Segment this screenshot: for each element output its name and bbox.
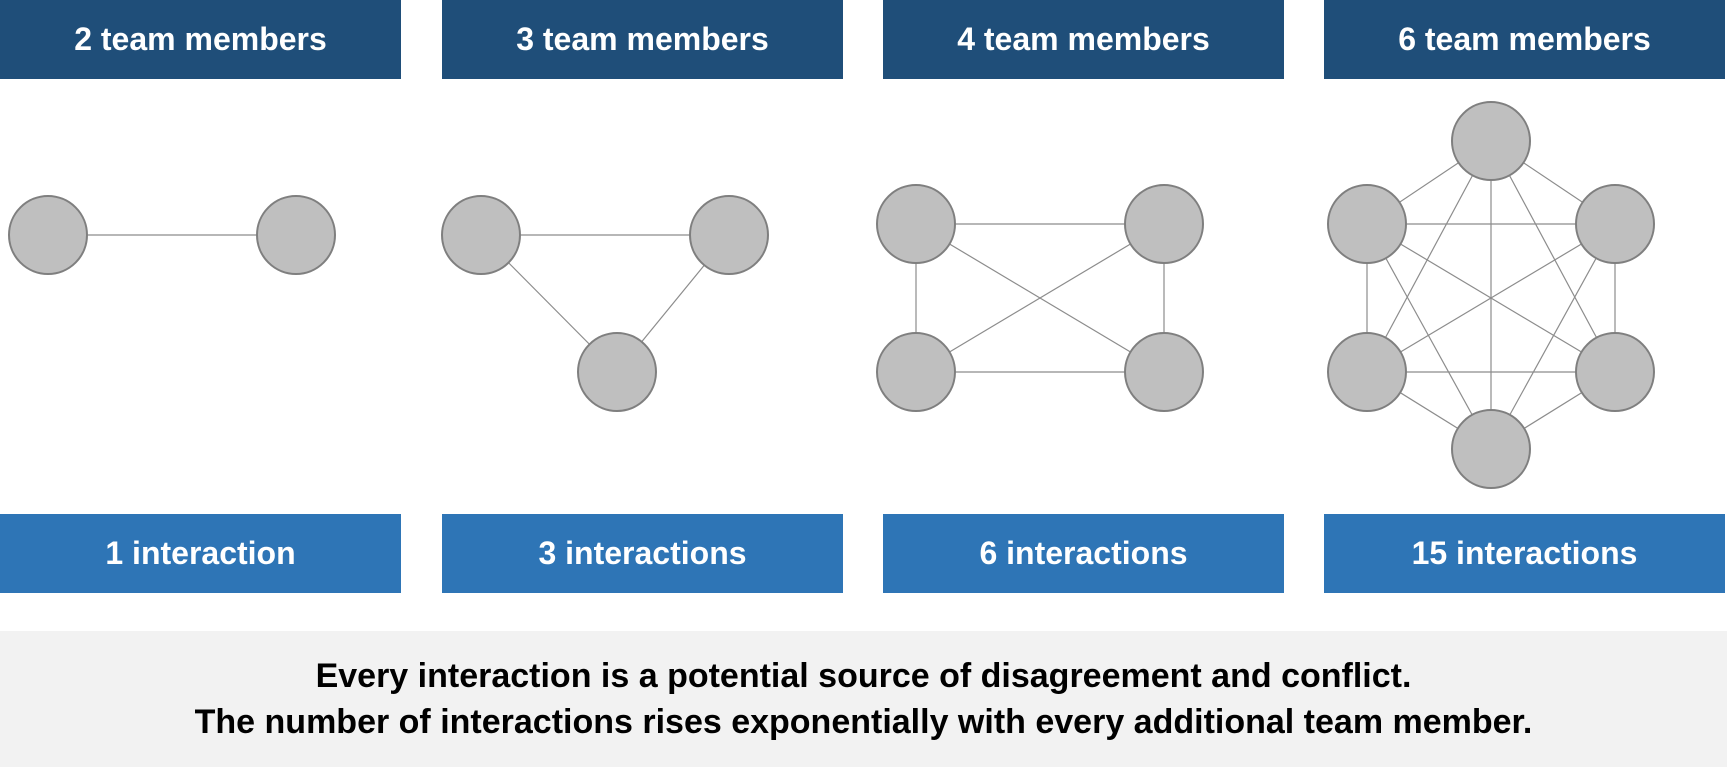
network-graph [876,184,1204,412]
panel-footer: 3 interactions [442,514,843,593]
nodes [1327,101,1655,489]
caption-line-1: Every interaction is a potential source … [315,657,1412,695]
network-graph [1327,101,1655,489]
panel-4-members: 4 team members 6 interactions [876,0,1284,593]
interaction-edge [1490,223,1616,450]
panel-header: 6 team members [1324,0,1725,79]
team-member-node [1451,409,1531,489]
panel-header: 2 team members [0,0,401,79]
panel-6-members: 6 team members 15 interactions [1324,0,1725,593]
panel-3-members: 3 team members 3 interactions [441,0,843,593]
network-graph [8,195,336,275]
team-member-node [8,195,88,275]
nodes [8,195,336,275]
team-member-node [1124,332,1204,412]
caption-box: Every interaction is a potential source … [0,631,1727,767]
panel-2-members: 2 team members 1 interaction [0,0,401,593]
caption-line-2: The number of interactions rises exponen… [194,703,1533,741]
panel-footer: 15 interactions [1324,514,1725,593]
panel-header: 3 team members [442,0,843,79]
edges [915,223,1165,373]
team-member-node [256,195,336,275]
panel-footer: 1 interaction [0,514,401,593]
team-member-node [1124,184,1204,264]
team-member-node [1327,184,1407,264]
interaction-edge [1366,223,1492,450]
nodes [441,195,769,412]
panel-header: 4 team members [883,0,1284,79]
team-member-node [689,195,769,275]
panel-footer: 6 interactions [883,514,1284,593]
interaction-edge [1366,223,1616,373]
team-member-node [1575,184,1655,264]
edges [1366,140,1616,450]
team-member-node [876,184,956,264]
interaction-edge [915,223,1165,373]
team-member-node [876,332,956,412]
team-member-node [577,332,657,412]
interaction-edge [1490,140,1616,373]
team-member-node [441,195,521,275]
nodes [876,184,1204,412]
team-member-node [1327,332,1407,412]
team-member-node [1575,332,1655,412]
interaction-edge [1366,140,1492,373]
team-member-node [1451,101,1531,181]
network-graph [441,195,769,412]
